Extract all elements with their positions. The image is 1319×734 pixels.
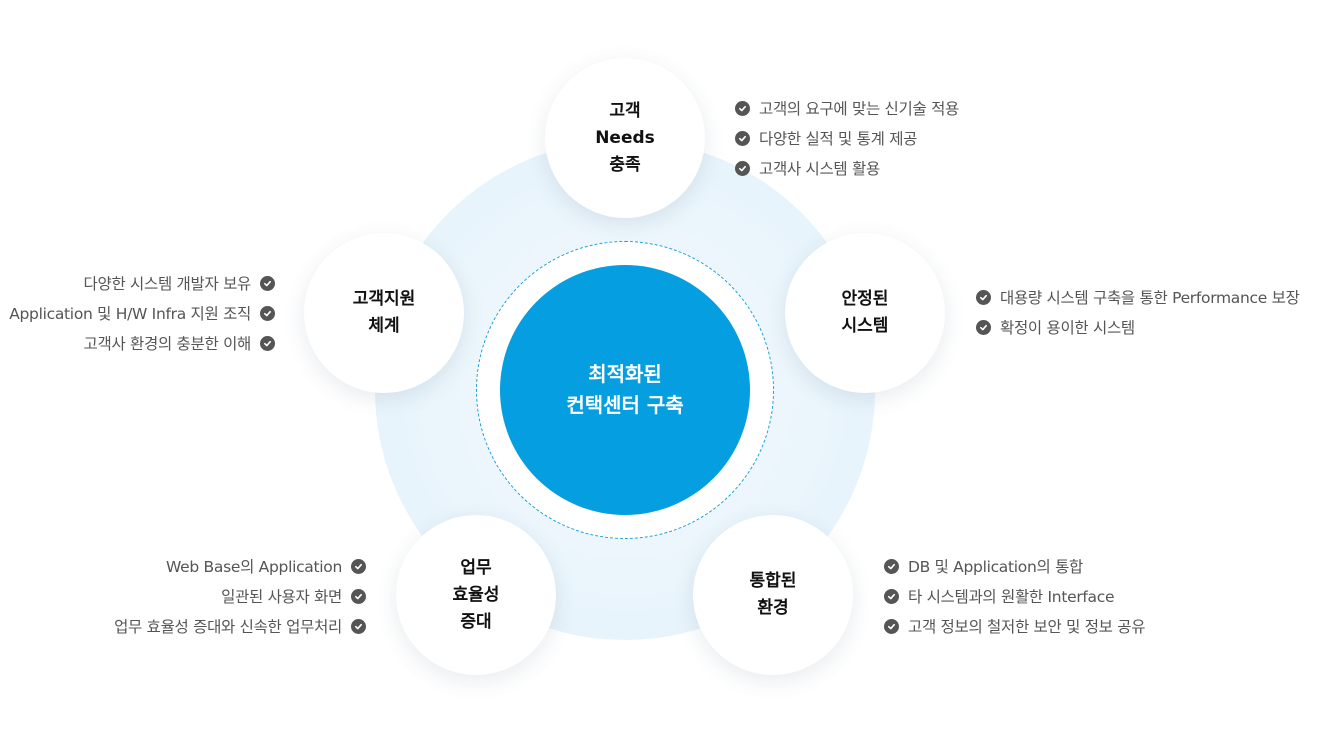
node-customer-needs: 고객 Needs 충족 xyxy=(545,58,705,218)
list-item: Application 및 H/W Infra 지원 조직 xyxy=(9,298,275,328)
check-circle-icon xyxy=(735,130,750,146)
check-circle-icon xyxy=(884,618,899,634)
center-label: 최적화된 컨택센터 구축 xyxy=(566,362,684,417)
node-label: 고객지원 체계 xyxy=(352,289,416,336)
list-item-text: DB 및 Application의 통합 xyxy=(908,558,1083,576)
check-circle-icon xyxy=(351,558,366,574)
list-item-text: 타 시스템과의 원활한 Interface xyxy=(908,588,1115,606)
list-item-text: 확정이 용이한 시스템 xyxy=(1000,319,1135,337)
list-item: 고객사 시스템 활용 xyxy=(735,153,959,183)
list-work-efficiency: Web Base의 Application 일관된 사용자 화면 업무 효율성 … xyxy=(114,551,366,641)
list-item-text: 고객의 요구에 맞는 신기술 적용 xyxy=(759,100,959,118)
list-item-text: 업무 효율성 증대와 신속한 업무처리 xyxy=(114,618,342,636)
check-circle-icon xyxy=(884,588,899,604)
list-item: 일관된 사용자 화면 xyxy=(114,581,366,611)
list-item: 고객의 요구에 맞는 신기술 적용 xyxy=(735,93,959,123)
check-circle-icon xyxy=(976,319,991,335)
list-item: 확정이 용이한 시스템 xyxy=(976,312,1300,342)
check-circle-icon xyxy=(351,618,366,634)
list-item-text: 다양한 시스템 개발자 보유 xyxy=(83,275,252,293)
node-label: 고객 Needs 충족 xyxy=(595,100,655,175)
check-circle-icon xyxy=(260,275,275,291)
list-item: 고객사 환경의 충분한 이해 xyxy=(9,328,275,358)
list-item: Web Base의 Application xyxy=(114,551,366,581)
list-item-text: 대용량 시스템 구축을 통한 Performance 보장 xyxy=(1000,289,1300,307)
list-item-text: 고객사 환경의 충분한 이해 xyxy=(83,335,252,353)
check-circle-icon xyxy=(976,289,991,305)
list-customer-needs: 고객의 요구에 맞는 신기술 적용 다양한 실적 및 통계 제공 고객사 시스템… xyxy=(735,93,959,183)
list-item-text: 일관된 사용자 화면 xyxy=(221,588,342,606)
check-circle-icon xyxy=(884,558,899,574)
node-work-efficiency: 업무 효율성 증대 xyxy=(396,515,556,675)
check-circle-icon xyxy=(735,100,750,116)
list-customer-support: 다양한 시스템 개발자 보유 Application 및 H/W Infra 지… xyxy=(9,268,275,358)
list-item: 대용량 시스템 구축을 통한 Performance 보장 xyxy=(976,282,1300,312)
list-item-text: Application 및 H/W Infra 지원 조직 xyxy=(9,305,251,323)
check-circle-icon xyxy=(260,305,275,321)
list-item: 다양한 실적 및 통계 제공 xyxy=(735,123,959,153)
list-stable-system: 대용량 시스템 구축을 통한 Performance 보장 확정이 용이한 시스… xyxy=(976,282,1300,342)
list-integrated-environment: DB 및 Application의 통합 타 시스템과의 원활한 Interfa… xyxy=(884,551,1145,641)
check-circle-icon xyxy=(735,160,750,176)
node-integrated-environment: 통합된 환경 xyxy=(693,515,853,675)
list-item: DB 및 Application의 통합 xyxy=(884,551,1145,581)
center-circle: 최적화된 컨택센터 구축 xyxy=(500,265,750,515)
node-label: 통합된 환경 xyxy=(749,571,797,618)
node-label: 안정된 시스템 xyxy=(841,289,889,336)
list-item-text: 다양한 실적 및 통계 제공 xyxy=(759,130,918,148)
node-stable-system: 안정된 시스템 xyxy=(785,233,945,393)
check-circle-icon xyxy=(351,588,366,604)
list-item-text: Web Base의 Application xyxy=(166,558,342,576)
list-item: 타 시스템과의 원활한 Interface xyxy=(884,581,1145,611)
list-item-text: 고객사 시스템 활용 xyxy=(759,160,880,178)
list-item: 업무 효율성 증대와 신속한 업무처리 xyxy=(114,611,366,641)
list-item: 다양한 시스템 개발자 보유 xyxy=(9,268,275,298)
list-item-text: 고객 정보의 철저한 보안 및 정보 공유 xyxy=(908,618,1146,636)
check-circle-icon xyxy=(260,335,275,351)
list-item: 고객 정보의 철저한 보안 및 정보 공유 xyxy=(884,611,1145,641)
node-label: 업무 효율성 증대 xyxy=(452,557,500,632)
node-customer-support: 고객지원 체계 xyxy=(304,233,464,393)
